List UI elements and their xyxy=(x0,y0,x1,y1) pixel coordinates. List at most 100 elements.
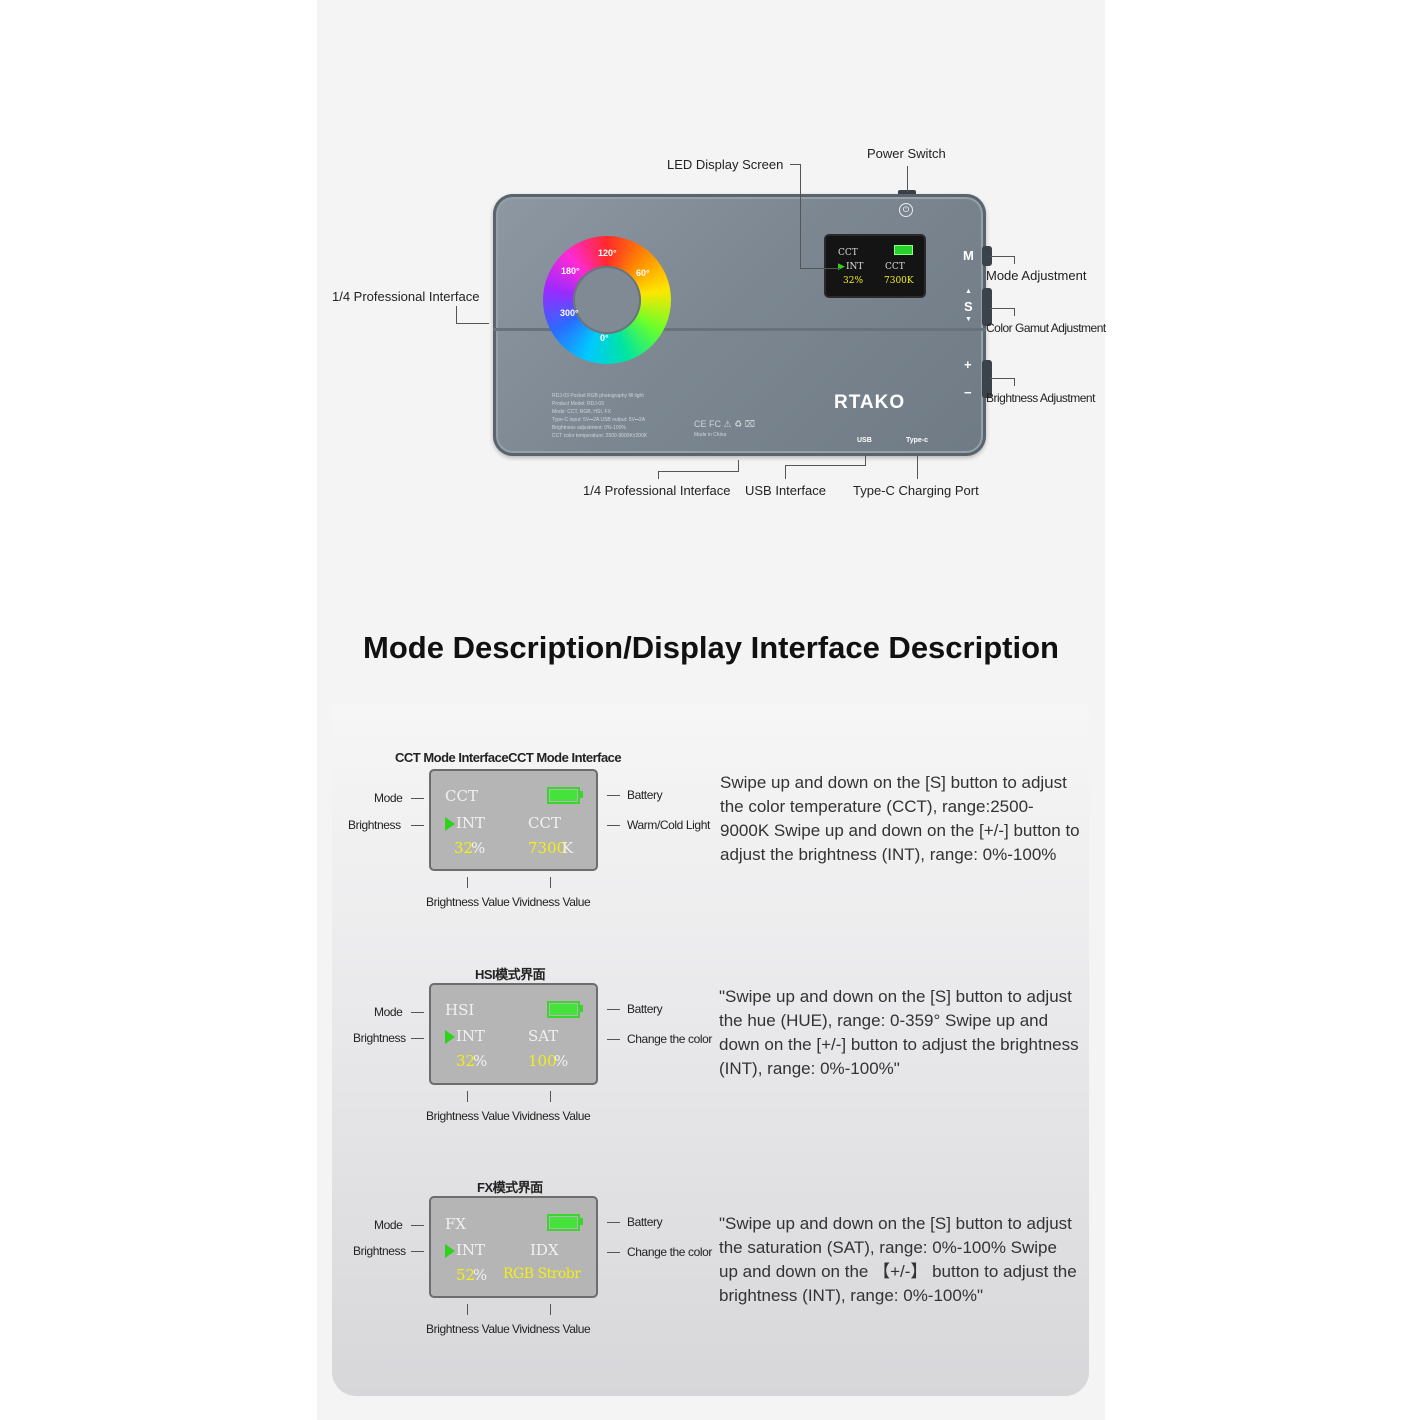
device-fine-print: RDJ-03 Pocket RGB photography fill light… xyxy=(552,393,648,439)
label-vividness-value: Vividness Value xyxy=(512,1109,591,1123)
ring-tick-label: 120° xyxy=(598,248,617,258)
label-brightness-value: Brightness Value xyxy=(426,895,510,909)
plus-button-label: + xyxy=(964,357,972,372)
leader-line xyxy=(467,877,468,888)
ring-tick-label: 180° xyxy=(561,266,580,276)
callout-led-display: LED Display Screen xyxy=(667,157,784,172)
leader-line xyxy=(411,1225,424,1226)
play-arrow-icon xyxy=(445,817,455,831)
label-mode: Mode xyxy=(374,791,403,805)
battery-icon xyxy=(547,787,580,804)
screen-unit-right: K xyxy=(562,839,574,857)
screen-right-label: SAT xyxy=(528,1027,559,1045)
leader-line xyxy=(1014,308,1015,316)
leader-line xyxy=(607,1009,620,1010)
made-in-text: Made in China xyxy=(694,432,727,438)
leader-line xyxy=(411,1251,424,1252)
leader-line xyxy=(990,256,1015,257)
screen-value-right: RGB Strobr xyxy=(503,1266,581,1282)
callout-color-gamut: Color Gamut Adjustment xyxy=(986,321,1106,335)
leader-line xyxy=(800,164,801,268)
up-arrow-icon: ▲ xyxy=(965,288,972,295)
battery-icon-tip xyxy=(580,1218,583,1225)
leader-line xyxy=(607,1039,620,1040)
leader-line xyxy=(550,877,551,888)
power-switch-nub[interactable] xyxy=(898,190,916,196)
callout-brightness-adjustment: Brightness Adjustment xyxy=(986,391,1095,405)
screen-int-label: INT xyxy=(456,814,486,832)
callout-mode-adjustment: Mode Adjustment xyxy=(986,268,1087,283)
typec-port-label: Type-c xyxy=(906,437,929,444)
play-arrow-icon xyxy=(445,1244,455,1258)
mode-description: "Swipe up and down on the [S] button to … xyxy=(719,1214,1077,1305)
leader-line xyxy=(1014,378,1015,386)
leader-line xyxy=(411,1038,424,1039)
device-screen-brightness: 32% xyxy=(843,276,864,286)
leader-line xyxy=(917,455,918,479)
leader-line xyxy=(411,798,424,799)
callout-quarter-interface-left: 1/4 Professional Interface xyxy=(332,289,480,304)
label-right-second: Change the color xyxy=(627,1245,712,1259)
screen-int-label: INT xyxy=(456,1241,486,1259)
s-scroll-wheel[interactable] xyxy=(982,288,992,326)
down-arrow-icon: ▼ xyxy=(965,316,972,323)
callout-power-switch: Power Switch xyxy=(867,146,946,161)
rgb-ring-center xyxy=(573,266,641,334)
mode-title: HSI模式界面 xyxy=(475,967,546,982)
label-brightness-value: Brightness Value xyxy=(426,1109,510,1123)
certification-marks: CE FC ⚠ ♻ ⌧ xyxy=(694,419,756,429)
label-vividness-value: Vividness Value xyxy=(512,895,591,909)
ring-tick-label: 300° xyxy=(560,308,579,318)
leader-line xyxy=(456,323,489,324)
mode-screen xyxy=(429,1196,598,1298)
brightness-scroll-wheel[interactable] xyxy=(982,360,992,398)
play-arrow-icon xyxy=(445,1030,455,1044)
leader-line xyxy=(907,166,908,192)
leader-line xyxy=(1014,256,1015,264)
mode-button[interactable] xyxy=(982,246,992,266)
screen-value-right: 100 xyxy=(528,1052,557,1070)
section-heading: Mode Description/Display Interface Descr… xyxy=(363,630,1059,665)
device-screen-int: INT xyxy=(846,262,864,272)
label-battery: Battery xyxy=(627,1215,663,1229)
leader-line xyxy=(658,471,659,479)
power-icon[interactable]: ⏻ xyxy=(899,203,913,217)
screen-right-label: IDX xyxy=(530,1241,559,1259)
screen-value-left: 32 xyxy=(456,1052,476,1070)
battery-icon xyxy=(894,245,913,255)
label-brightness: Brightness xyxy=(348,818,401,832)
screen-int-label: INT xyxy=(456,1027,486,1045)
leader-line xyxy=(607,825,620,826)
leader-line xyxy=(607,795,620,796)
label-brightness: Brightness xyxy=(353,1244,406,1258)
callout-typec-port: Type-C Charging Port xyxy=(853,483,979,498)
screen-mode-label: HSI xyxy=(445,1001,475,1019)
leader-line xyxy=(467,1091,468,1102)
label-right-second: Change the color xyxy=(627,1032,712,1046)
battery-icon xyxy=(547,1001,580,1018)
device-seam xyxy=(493,328,986,331)
leader-line xyxy=(550,1304,551,1315)
callout-quarter-interface-bottom: 1/4 Professional Interface xyxy=(583,483,731,498)
leader-line xyxy=(467,1304,468,1315)
ring-tick-label: 0° xyxy=(600,333,609,343)
callout-usb-interface: USB Interface xyxy=(745,483,826,498)
screen-unit-left: % xyxy=(471,839,486,857)
battery-icon-tip xyxy=(580,791,583,798)
screen-value-right: 7300 xyxy=(528,839,567,857)
usb-port-label: USB xyxy=(857,437,872,444)
label-brightness: Brightness xyxy=(353,1031,406,1045)
battery-icon-tip xyxy=(580,1005,583,1012)
screen-unit-left: % xyxy=(473,1266,488,1284)
battery-icon xyxy=(547,1214,580,1231)
leader-line xyxy=(785,465,786,479)
label-mode: Mode xyxy=(374,1005,403,1019)
brand-logo: RTAKO xyxy=(834,392,906,413)
leader-line xyxy=(607,1252,620,1253)
leader-line xyxy=(456,306,457,324)
leader-line xyxy=(800,268,840,269)
screen-unit-right: % xyxy=(554,1052,569,1070)
ring-tick-label: 60° xyxy=(636,268,650,278)
leader-line xyxy=(990,378,1015,379)
screen-mode-label: FX xyxy=(445,1215,467,1233)
